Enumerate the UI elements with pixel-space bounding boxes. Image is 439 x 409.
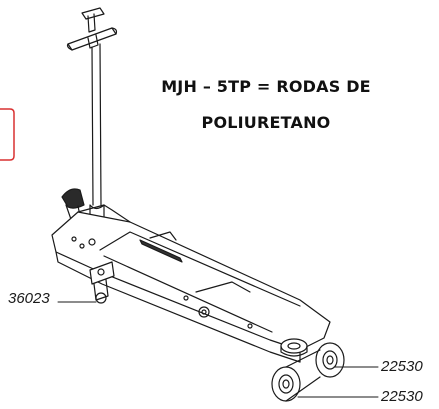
rear-caster [89, 261, 115, 304]
red-frame-edge [0, 108, 15, 161]
part-label-22530-lower: 22530 [381, 388, 423, 405]
handle-grip [66, 7, 118, 51]
title-line-1: MJH – 5TP = RODAS DE [161, 77, 371, 96]
part-label-22530-upper: 22530 [381, 358, 423, 375]
lift-saddle [280, 338, 308, 357]
title-line-2: POLIURETANO [201, 113, 331, 132]
part-label-36023: 36023 [8, 290, 50, 307]
wheel-upper [315, 342, 345, 378]
handle-shaft [89, 43, 105, 222]
chassis [51, 204, 331, 363]
wheel-lower [271, 349, 321, 402]
